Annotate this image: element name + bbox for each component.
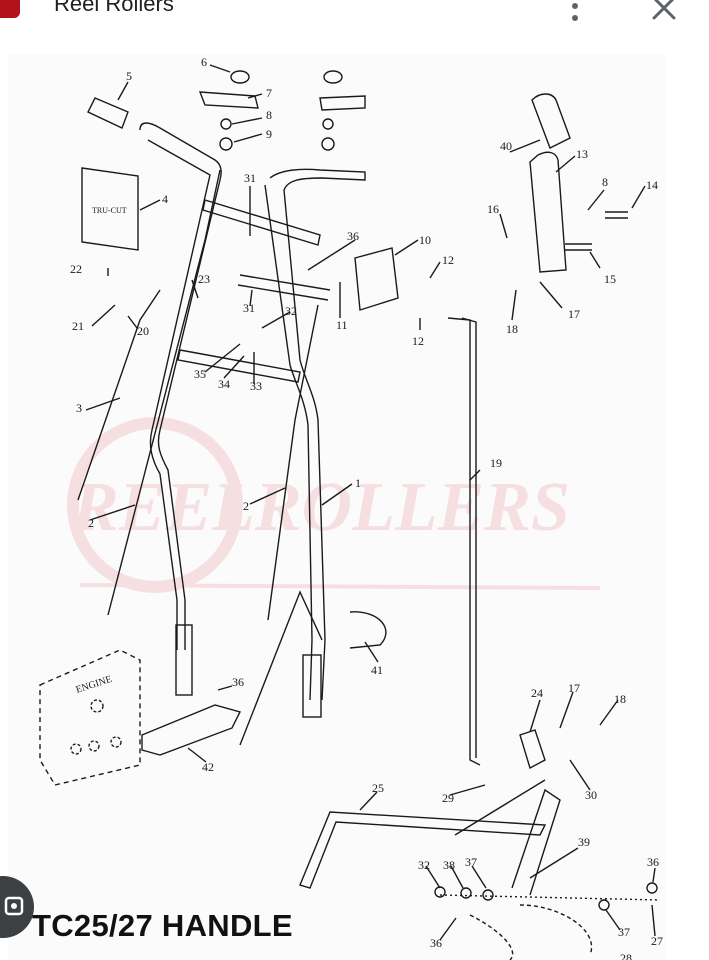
callout-11: 11 (336, 318, 348, 332)
callout-6: 6 (201, 55, 207, 69)
cable-2-right (267, 304, 319, 621)
callout-40: 40 (500, 139, 512, 153)
callout-25: 25 (372, 781, 384, 795)
callout-5: 5 (126, 69, 132, 83)
callout-3: 3 (76, 401, 82, 415)
callout-28: 28 (620, 951, 632, 960)
callout-32: 32 (285, 304, 297, 318)
cross-bar-lower (177, 349, 301, 383)
lens-search-button[interactable] (0, 876, 34, 938)
lever-13 (529, 151, 567, 273)
close-icon (652, 0, 676, 20)
callout-7: 7 (266, 86, 272, 100)
callout-36: 36 (347, 229, 359, 243)
callout-36: 36 (232, 675, 244, 689)
site-logo (0, 0, 20, 18)
callout-22: 22 (70, 262, 82, 276)
callout-16: 16 (487, 202, 499, 216)
callout-31: 31 (244, 171, 256, 185)
bracket-10 (354, 247, 399, 311)
callout-35: 35 (194, 367, 206, 381)
callout-30: 30 (585, 788, 597, 802)
callout-32: 32 (418, 858, 430, 872)
more-options-button[interactable] (562, 0, 588, 26)
cable-3 (77, 289, 161, 501)
callout-12: 12 (442, 253, 454, 267)
callout-23: 23 (198, 272, 210, 286)
top-bar: Reel Rollers (0, 0, 709, 44)
callout-17: 17 (568, 681, 580, 695)
cable-2-left (107, 169, 221, 616)
callout-1: 1 (355, 476, 361, 490)
close-button[interactable] (644, 0, 684, 24)
callout-4: 4 (162, 192, 168, 206)
link-24 (519, 729, 546, 770)
callout-42: 42 (202, 760, 214, 774)
callout-19: 19 (490, 456, 502, 470)
callout-24: 24 (531, 686, 543, 700)
more-vert-icon (572, 3, 578, 21)
site-name[interactable]: Reel Rollers (54, 0, 174, 16)
callout-41: 41 (371, 663, 383, 677)
callout-20: 20 (137, 324, 149, 338)
callout-38: 38 (443, 858, 455, 872)
callout-10: 10 (419, 233, 431, 247)
callout-21: 21 (72, 319, 84, 333)
image-panel: REELROLLERS (8, 54, 665, 960)
handle-tube-left (139, 122, 222, 650)
handle-foot-right (302, 654, 322, 718)
callout-13: 13 (576, 147, 588, 161)
tru-cut-plate (81, 167, 139, 251)
callout-34: 34 (218, 377, 230, 391)
callout-29: 29 (442, 791, 454, 805)
callout-31: 31 (243, 301, 255, 315)
callout-12: 12 (412, 334, 424, 348)
lever-39 (511, 788, 561, 896)
callout-18: 18 (614, 692, 626, 706)
bracket-42 (141, 704, 242, 756)
engine-box (39, 649, 141, 786)
callout-9: 9 (266, 127, 272, 141)
parts-diagram: REELROLLERS (39, 55, 663, 960)
tru-cut-label: TRU-CUT (92, 206, 127, 215)
callout-8: 8 (602, 175, 608, 189)
callout-27: 27 (651, 934, 663, 948)
handle-foot-left (175, 624, 193, 696)
image-search-icon (4, 896, 24, 916)
callout-18: 18 (506, 322, 518, 336)
callout-39: 39 (578, 835, 590, 849)
callout-36: 36 (647, 855, 659, 869)
callout-37: 37 (465, 855, 477, 869)
callout-labels: 1 2 2 3 4 5 6 7 8 8 9 10 11 12 12 13 14 … (70, 55, 663, 960)
u-bolt-41 (349, 611, 387, 649)
callout-8: 8 (266, 108, 272, 122)
engine-label: ENGINE (75, 674, 114, 696)
callout-33: 33 (250, 379, 262, 393)
callout-17: 17 (568, 307, 580, 321)
callout-15: 15 (604, 272, 616, 286)
rod-19 (447, 317, 481, 766)
rod-25 (299, 811, 547, 889)
grip-40 (531, 93, 571, 149)
cross-bar-upper (202, 199, 321, 246)
callout-2: 2 (88, 516, 94, 530)
grip-5 (87, 97, 129, 129)
callout-2: 2 (243, 499, 249, 513)
callout-14: 14 (646, 178, 658, 192)
callout-36: 36 (430, 936, 442, 950)
callout-37: 37 (618, 925, 630, 939)
diagram-caption: TC25/27 HANDLE (32, 908, 293, 943)
handle-tube-right (269, 168, 366, 701)
